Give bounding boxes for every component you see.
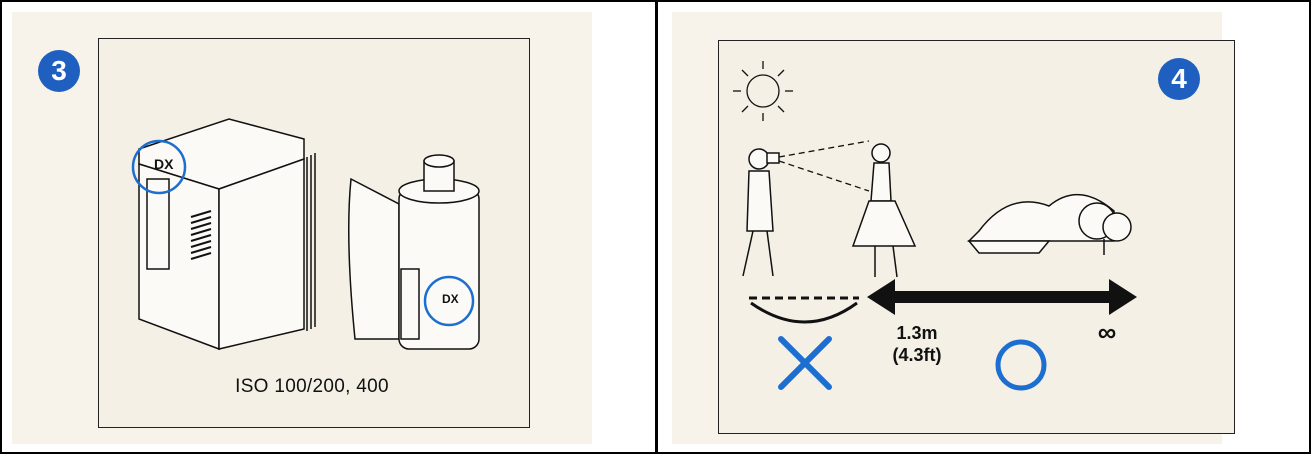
photographer-figure-icon — [742, 148, 780, 277]
paper-background: 3 — [12, 12, 592, 444]
panel-step-3: 3 — [0, 0, 657, 454]
panel-step-4: 1.3m (4.3ft) ∞ 4 — [656, 0, 1311, 454]
illustration-frame: 1.3m (4.3ft) ∞ — [718, 40, 1235, 434]
sun-icon — [733, 61, 793, 121]
near-zone-arc — [750, 301, 858, 324]
step-number-badge: 4 — [1158, 58, 1200, 100]
distance-imperial-label: (4.3ft) — [892, 345, 942, 365]
paper-background: 1.3m (4.3ft) ∞ 4 — [672, 12, 1235, 444]
svg-text:DX: DX — [154, 156, 174, 172]
focus-range-double-arrow — [867, 279, 1137, 315]
circle-mark-icon — [995, 339, 1047, 391]
subject-figure-icon — [851, 143, 917, 278]
svg-text:DX: DX — [442, 292, 459, 306]
sight-lines — [778, 140, 870, 192]
distance-metric-label: 1.3m — [896, 323, 938, 343]
dx-highlight-circle-box — [131, 139, 187, 195]
landscape-icon — [967, 193, 1132, 255]
cross-mark-icon — [778, 336, 832, 390]
infinity-label: ∞ — [1097, 317, 1117, 347]
film-cartridge-icon: DX — [348, 154, 480, 350]
dx-highlight-circle-cartridge — [423, 275, 475, 327]
step-number-badge: 3 — [38, 50, 80, 92]
film-box-icon: DX — [138, 118, 316, 351]
film-box-and-cartridge-illustration: DX DX — [131, 118, 480, 351]
focus-distance-illustration — [733, 61, 1137, 391]
iso-speed-caption: ISO 100/200, 400 — [235, 376, 389, 397]
illustration-frame: DX DX — [98, 38, 530, 428]
